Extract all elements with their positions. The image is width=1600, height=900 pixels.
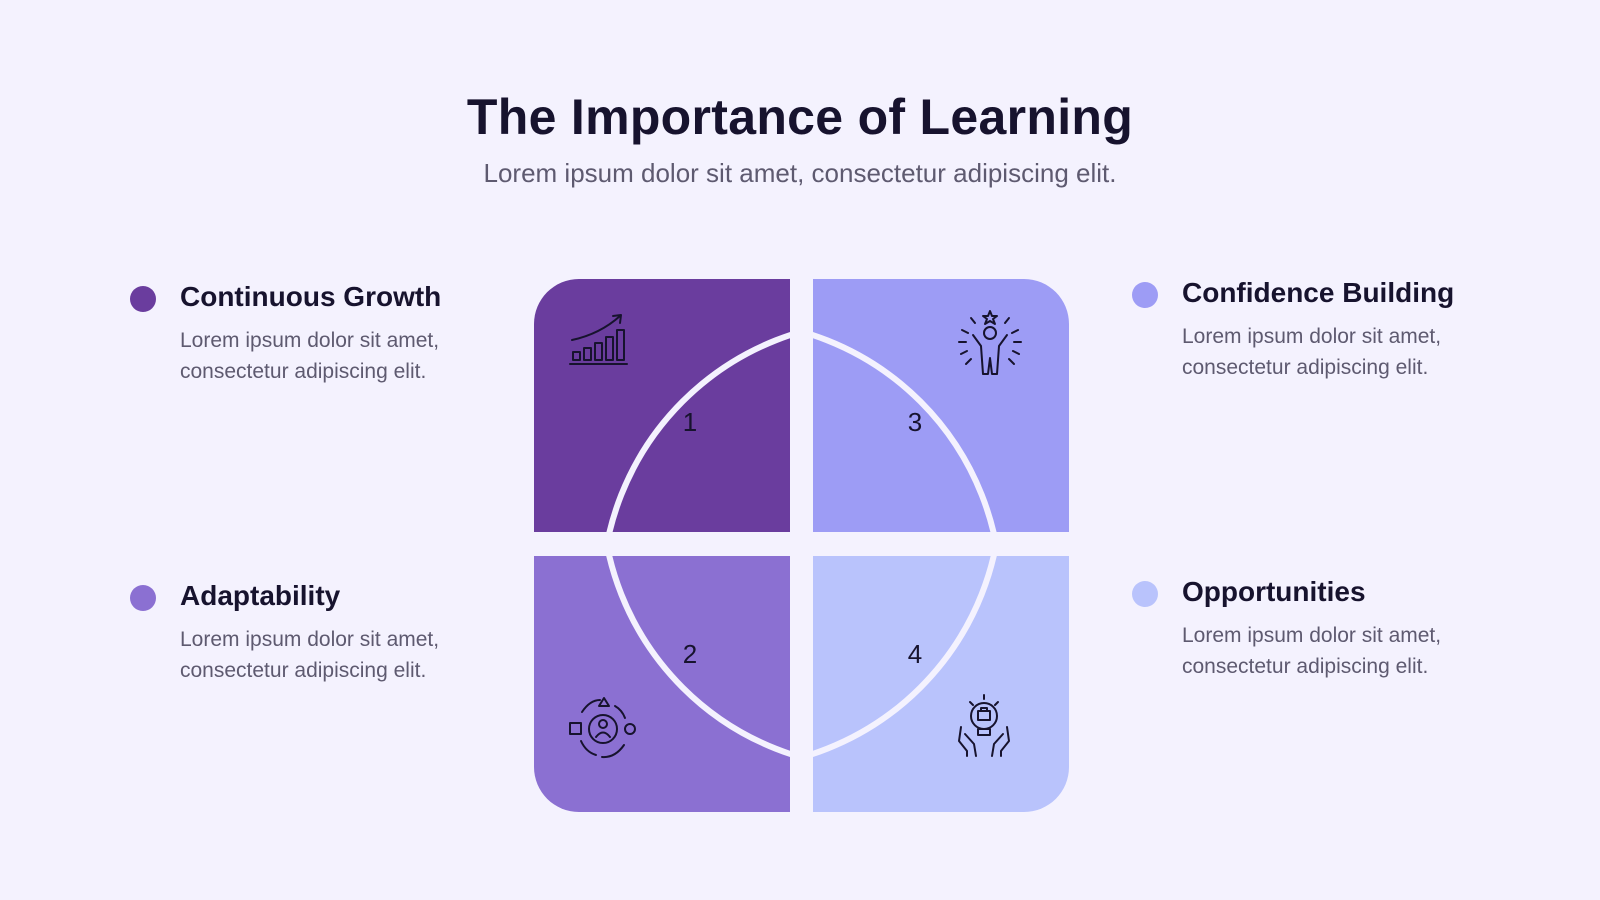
quadrant-1: 1 xyxy=(534,279,790,532)
point-heading: Adaptability xyxy=(180,580,341,611)
quadrant-number: 1 xyxy=(683,407,697,437)
confident-person-icon xyxy=(958,310,1022,375)
bullet-dot xyxy=(130,585,156,611)
page-subtitle: Lorem ipsum dolor sit amet, consectetur … xyxy=(483,158,1117,188)
page-title: The Importance of Learning xyxy=(466,89,1134,145)
point-heading: Opportunities xyxy=(1182,576,1366,607)
quadrant-3: 3 xyxy=(813,279,1069,532)
point-description: Lorem ipsum dolor sit amet, consectetur … xyxy=(180,628,440,682)
adaptability-gear-icon xyxy=(569,697,636,759)
point-heading: Continuous Growth xyxy=(180,281,442,312)
quadrant-number: 3 xyxy=(908,407,922,437)
quadrant-number: 4 xyxy=(908,639,922,669)
quadrant-2-shape xyxy=(534,556,790,812)
point-heading: Confidence Building xyxy=(1182,277,1455,308)
quadrant-2: 2 xyxy=(534,556,790,812)
quadrant-number: 2 xyxy=(683,639,697,669)
bullet-dot xyxy=(1132,581,1158,607)
idea-hands-icon xyxy=(958,694,1010,757)
growth-chart-icon xyxy=(569,314,628,365)
point-description: Lorem ipsum dolor sit amet, consectetur … xyxy=(180,329,440,383)
quadrant-4-shape xyxy=(813,556,1069,812)
quadrant-1-shape xyxy=(534,279,790,532)
bullet-dot xyxy=(130,286,156,312)
point-description: Lorem ipsum dolor sit amet, consectetur … xyxy=(1182,624,1442,678)
point-description: Lorem ipsum dolor sit amet, consectetur … xyxy=(1182,325,1442,379)
bullet-dot xyxy=(1132,282,1158,308)
quadrant-3-shape xyxy=(813,279,1069,532)
quadrant-4: 4 xyxy=(813,556,1069,812)
